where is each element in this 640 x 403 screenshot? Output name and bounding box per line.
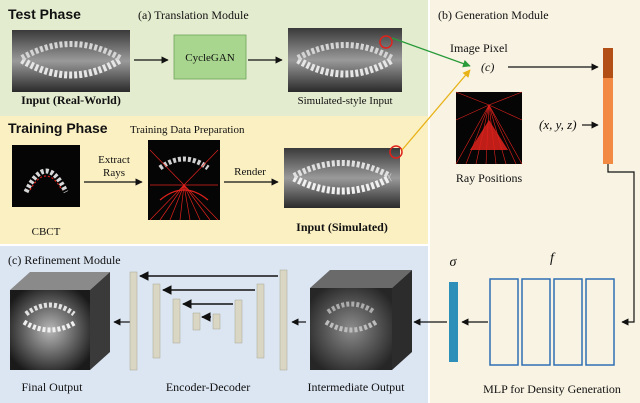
f-label: f — [550, 251, 556, 266]
ray-positions-label: Ray Positions — [456, 171, 523, 185]
intermediate-output-volume — [310, 270, 412, 370]
final-output-volume — [10, 272, 110, 370]
training-phase-title: Training Phase — [8, 120, 108, 136]
arrow-encoding-to-mlp — [607, 164, 635, 326]
cbct-label: CBCT — [32, 226, 61, 238]
simulated-style-label: Simulated-style Input — [297, 95, 392, 107]
simulated-xray-image — [284, 145, 403, 208]
intermediate-output-label: Intermediate Output — [308, 380, 406, 394]
encoder-decoder-label: Encoder-Decoder — [166, 380, 250, 394]
cyclegan-box — [173, 34, 247, 80]
test-input-label: Input (Real-World) — [21, 93, 121, 107]
rays-label: Rays — [103, 167, 125, 179]
ray-positions-image — [455, 91, 523, 165]
c-label: (c) — [481, 60, 494, 74]
sigma-bar — [449, 282, 458, 362]
simulated-style-xray-image — [288, 28, 402, 92]
skip-connections — [139, 271, 278, 322]
green-link-arrow — [391, 37, 471, 68]
ray-extraction-image — [148, 140, 220, 221]
refinement-module-title: (c) Refinement Module — [8, 253, 121, 267]
mlp-label: MLP for Density Generation — [483, 382, 621, 396]
real-world-xray-image — [12, 30, 130, 92]
test-phase-title: Test Phase — [8, 6, 81, 22]
extract-label: Extract — [98, 154, 130, 166]
encoding-bar-top — [603, 48, 613, 78]
yellow-link-arrow — [401, 69, 471, 151]
encoding-bar-bottom — [603, 78, 613, 164]
encoder-decoder — [129, 269, 288, 371]
image-pixel-label: Image Pixel — [450, 41, 508, 55]
translation-module-title: (a) Translation Module — [138, 8, 249, 22]
cyclegan-label: CycleGAN — [185, 52, 235, 64]
sigma-label: σ — [450, 255, 458, 270]
cbct-image — [12, 145, 80, 207]
mlp-block — [489, 278, 615, 366]
xyz-label: (x, y, z) — [539, 117, 577, 132]
simulated-input-label: Input (Simulated) — [296, 220, 388, 234]
final-output-label: Final Output — [21, 380, 83, 394]
generation-module-title: (b) Generation Module — [438, 8, 549, 22]
training-data-prep-title: Training Data Preparation — [130, 124, 245, 136]
render-label: Render — [234, 166, 266, 178]
